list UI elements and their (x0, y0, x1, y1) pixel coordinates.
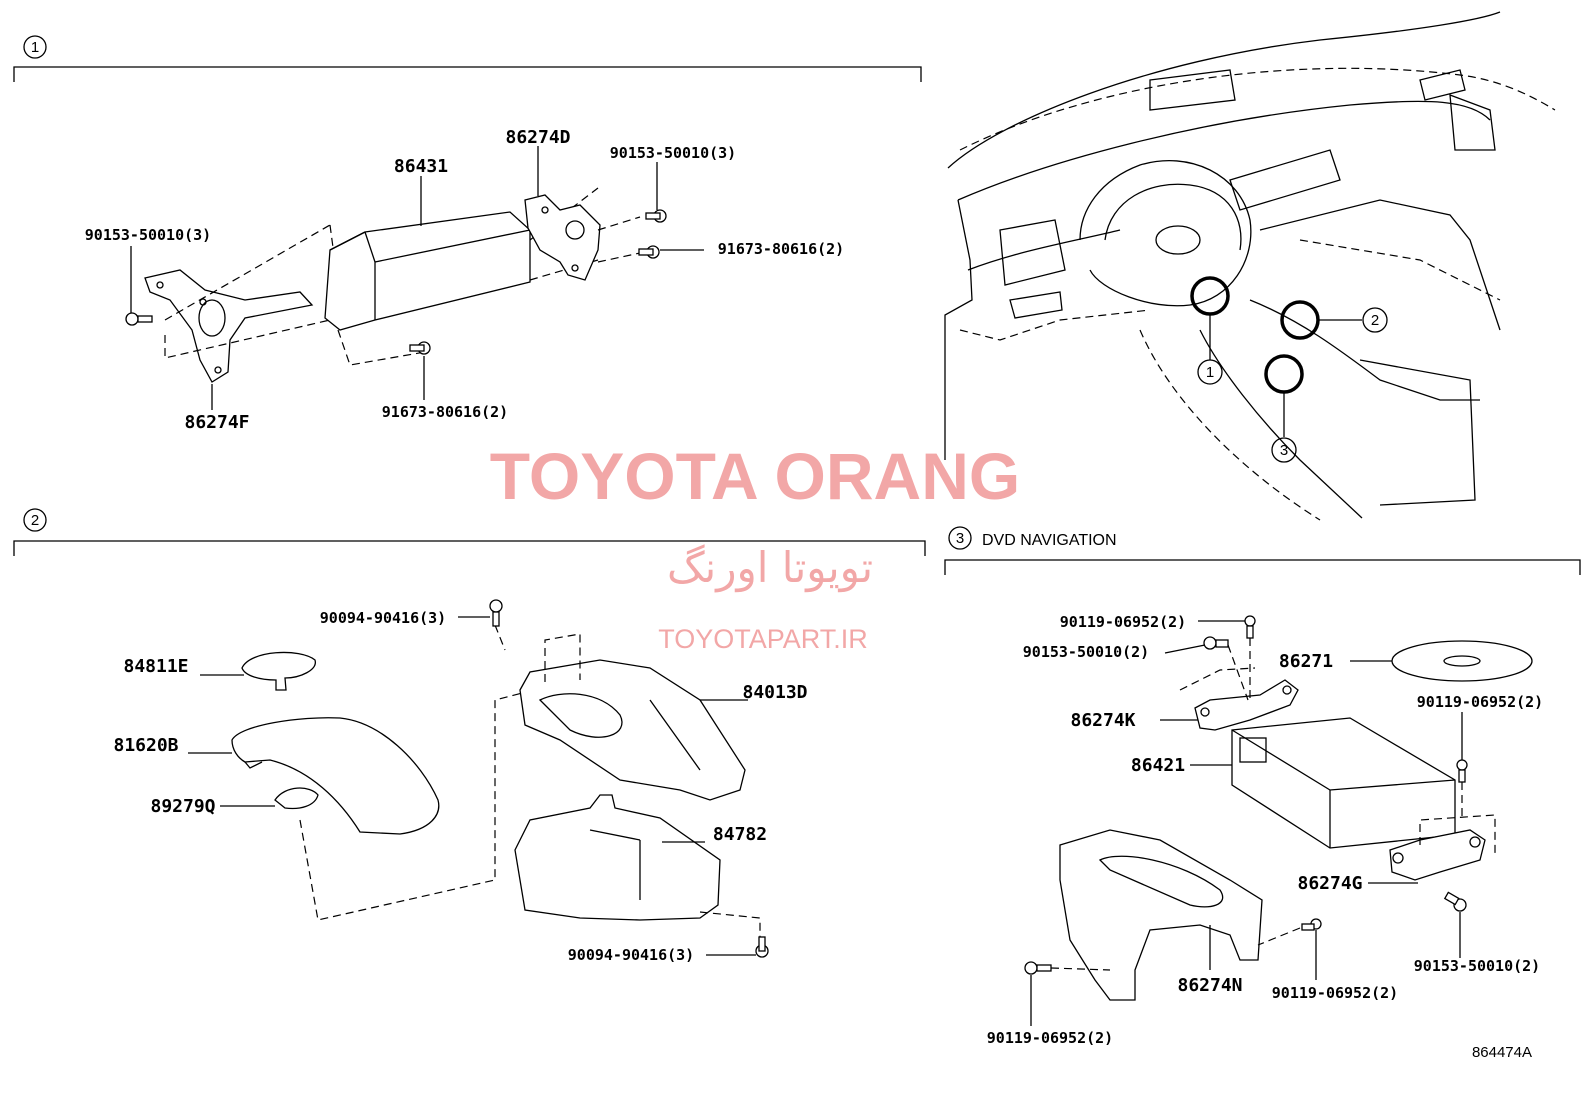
bolt-90153-right (645, 209, 667, 223)
label-90119-middle: 90119-06952(2) (1272, 984, 1398, 1002)
section-1: 1 (13, 35, 922, 433)
callout-ring-3 (1264, 354, 1304, 394)
section-3-badge (948, 526, 972, 550)
panel-81620B (231, 717, 440, 835)
label-90119-right: 90119-06952(2) (1417, 693, 1543, 711)
bolt-90153-top (1203, 636, 1229, 650)
knob-84811E (241, 651, 316, 691)
label-86274K: 86274K (1070, 710, 1135, 731)
watermark: TOYOTA ORANG تویوتا اورنگ TOYOTAPART.IR (490, 439, 1020, 654)
watermark-brand-fa: تویوتا اورنگ (667, 543, 873, 592)
label-89279Q: 89279Q (150, 796, 215, 817)
label-90153-right: 90153-50010(2) (1414, 957, 1540, 975)
label-84013D: 84013D (742, 682, 807, 703)
bracket-86274G (1389, 829, 1486, 881)
label-84782: 84782 (713, 824, 767, 845)
label-90094-top: 90094-90416(3) (320, 609, 446, 627)
housing-84013D (519, 659, 746, 801)
unit-86421 (1231, 717, 1456, 849)
bolt-90119-top (1244, 615, 1256, 639)
label-81620B: 81620B (113, 735, 178, 756)
unit-86431 (324, 211, 531, 331)
section-3-number: 3 (956, 530, 964, 547)
section-2: 2 (13, 508, 926, 964)
screw-91673-right (638, 245, 660, 259)
label-86274N: 86274N (1177, 975, 1242, 996)
section-3-bracket (944, 559, 1581, 575)
callout-3: 3 (1280, 442, 1288, 459)
callout-ring-1 (1190, 276, 1230, 316)
screw-90094-bottom (755, 936, 769, 958)
callout-ring-2 (1280, 300, 1320, 340)
callout-2: 2 (1371, 312, 1379, 329)
section-3: 3 DVD NAVIGATION (944, 526, 1581, 1047)
label-91673-right: 91673-80616(2) (718, 240, 844, 258)
bracket-86274D (524, 194, 601, 281)
section-2-bracket (13, 540, 926, 556)
section-2-badge (23, 508, 47, 532)
section-2-number: 2 (31, 512, 39, 529)
disc-86271 (1391, 640, 1533, 682)
dashboard-overview: 1 2 3 (944, 11, 1556, 521)
label-90153-left: 90153-50010(3) (85, 226, 211, 244)
label-86431: 86431 (394, 156, 448, 177)
diagram-id: 864474A (1472, 1044, 1532, 1061)
label-84811E: 84811E (123, 656, 188, 677)
switch-84782 (514, 794, 721, 921)
screw-90094-top (489, 599, 503, 627)
label-90094-bottom: 90094-90416(3) (568, 946, 694, 964)
bolt-90119-right (1456, 759, 1468, 783)
watermark-url: TOYOTAPART.IR (658, 624, 868, 654)
bolt-90153-left (125, 312, 153, 326)
section-1-number: 1 (31, 39, 39, 56)
bracket-86274F (144, 269, 314, 383)
label-86421: 86421 (1131, 755, 1185, 776)
label-86274G: 86274G (1297, 873, 1362, 894)
bolt-90153-right (1443, 891, 1467, 912)
bezel-89279Q (274, 787, 319, 810)
label-86274D: 86274D (505, 127, 570, 148)
bolt-90119-middle (1301, 918, 1322, 931)
screw-91673-bottom (409, 341, 431, 355)
bracket-86274K (1194, 679, 1299, 731)
label-90153-top: 90153-50010(3) (610, 144, 736, 162)
section-3-title: DVD NAVIGATION (982, 532, 1117, 549)
bracket-86274N (1059, 829, 1263, 1001)
callout-1: 1 (1206, 364, 1214, 381)
watermark-brand: TOYOTA ORANG (490, 439, 1020, 513)
label-86274F: 86274F (184, 412, 249, 433)
label-90119-left: 90119-06952(2) (987, 1029, 1113, 1047)
section-1-bracket (13, 66, 922, 82)
label-90119-top: 90119-06952(2) (1060, 613, 1186, 631)
bolt-90119-left (1024, 961, 1052, 975)
label-90153-top: 90153-50010(2) (1023, 643, 1149, 661)
label-91673-bottom: 91673-80616(2) (382, 403, 508, 421)
label-86271: 86271 (1279, 651, 1333, 672)
section-1-badge (23, 35, 47, 59)
